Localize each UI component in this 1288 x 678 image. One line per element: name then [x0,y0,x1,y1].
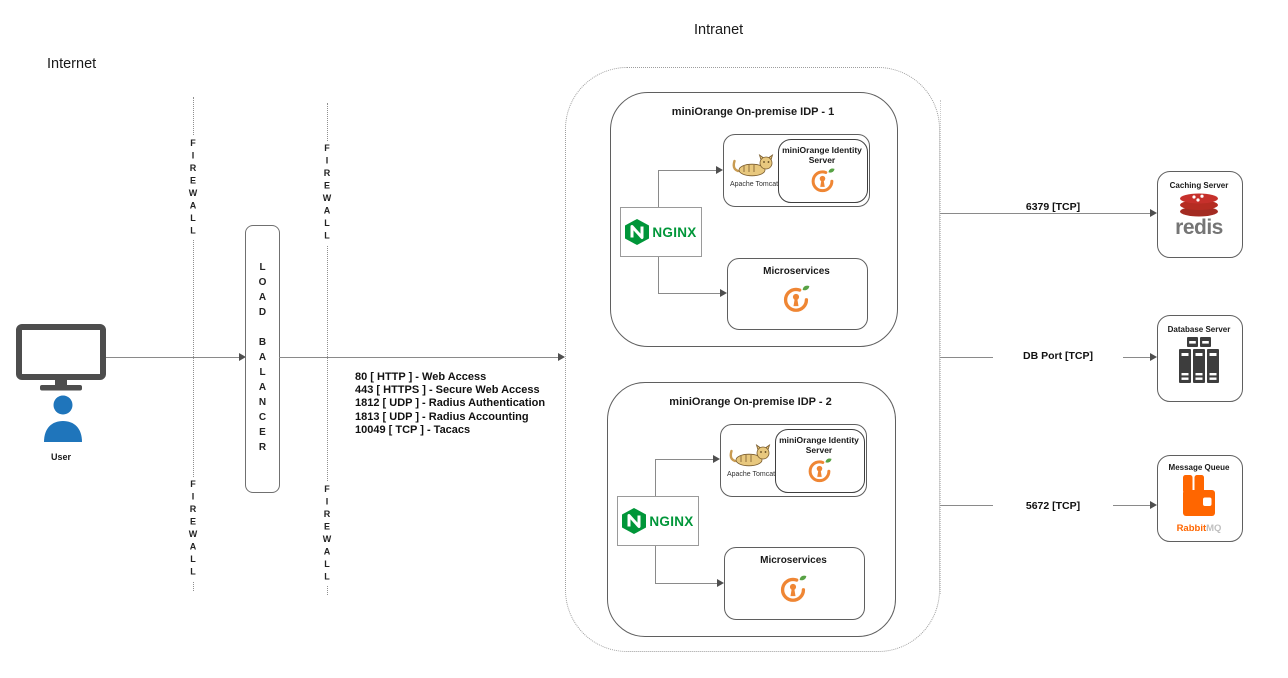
microservices-box-1 [727,258,868,330]
redis-icon [1180,193,1218,217]
arrowhead [713,455,720,463]
arrowhead [717,579,724,587]
rabbitmq-wordmark-primary: Rabbit [1176,523,1207,534]
nginx-logo-icon [625,219,650,245]
connector-user-to-lb [106,357,240,358]
protocol-line: 1813 [ UDP ] - Radius Accounting [355,410,529,423]
connector-nginx-to-tomcat-1 [658,170,659,207]
firewall-line-left [193,97,194,591]
connector-nginx-to-tomcat-2 [655,459,656,496]
protocol-line: 10049 [ TCP ] - Tacacs [355,423,471,436]
apache-tomcat-label: Apache Tomcat [729,181,779,188]
load-balancer-label: LOAD BALANCER [257,261,268,457]
connector-nginx-to-micro-1 [658,293,721,294]
rabbitmq-wordmark-secondary: MQ [1206,523,1222,534]
apache-tomcat-icon [732,153,774,177]
user-monitor-icon [16,324,106,391]
miniorange-logo-icon [780,575,807,602]
nginx-box-1: NGINX [620,207,702,257]
user-label: User [50,452,71,462]
arrowhead [1150,501,1157,509]
microservices-box-2 [724,547,865,620]
connector-nginx-to-micro-1 [658,255,659,293]
protocol-line: 80 [ HTTP ] - Web Access [355,371,487,383]
miniorange-logo-icon [811,168,835,193]
idp2-title: miniOrange On-premise IDP - 2 [669,396,832,408]
redis-wordmark: redis [1175,216,1223,239]
arrowhead [720,289,727,297]
protocol-list: 80 [ HTTP ] - Web Access 443 [ HTTPS ] -… [355,371,545,437]
connection-line-caching [940,213,1151,214]
message-queue-title: Message Queue [1168,463,1230,472]
connector-lb-to-intranet [279,357,559,358]
rabbitmq-wordmark: RabbitMQ [1157,523,1241,534]
nginx-label: NGINX [649,513,694,529]
identity-server-label: miniOrange Identity Server [779,435,859,455]
firewall-line-right [327,103,328,595]
arrowhead [239,353,246,361]
connector-nginx-to-micro-2 [655,583,718,584]
load-balancer-node: LOAD BALANCER [245,225,280,493]
identity-server-label: miniOrange Identity Server [782,145,862,165]
miniorange-logo-icon [783,285,810,312]
user-person-icon [44,395,82,442]
protocol-line: 443 [ HTTPS ] - Secure Web Access [355,384,540,397]
nginx-box-2: NGINX [617,496,699,546]
microservices-label: Microservices [760,555,827,566]
arrowhead [1150,353,1157,361]
firewall-label-right-bottom: FIREWALL [322,482,332,586]
firewall-label-left-top: FIREWALL [188,136,198,240]
caching-server-title: Caching Server [1169,181,1229,190]
internet-zone-label: Internet [47,56,97,72]
connection-label-database: DB Port [TCP] [993,350,1123,362]
connector-nginx-to-tomcat-1 [658,170,717,171]
apache-tomcat-label: Apache Tomcat [726,471,776,478]
nginx-logo-icon [622,508,647,534]
protocol-line: 1812 [ UDP ] - Radius Authentication [355,397,546,410]
arrowhead [716,166,723,174]
miniorange-logo-icon [808,458,832,483]
connector-nginx-to-micro-2 [655,544,656,583]
database-server-icon [1179,337,1219,383]
database-server-title: Database Server [1167,325,1231,334]
arrowhead [558,353,565,361]
idp1-title: miniOrange On-premise IDP - 1 [671,106,835,118]
rabbitmq-icon [1183,475,1215,516]
rail-line [940,100,941,594]
apache-tomcat-icon [729,443,771,467]
microservices-label: Microservices [763,266,830,277]
connection-label-message-queue: 5672 [TCP] [993,500,1113,512]
nginx-label: NGINX [652,224,697,240]
arrowhead [1150,209,1157,217]
firewall-label-left-bottom: FIREWALL [188,477,198,581]
firewall-label-right-top: FIREWALL [322,141,332,245]
intranet-zone-label: Intranet [694,22,744,38]
connector-nginx-to-tomcat-2 [655,459,714,460]
connection-label-caching: 6379 [TCP] [993,201,1113,213]
